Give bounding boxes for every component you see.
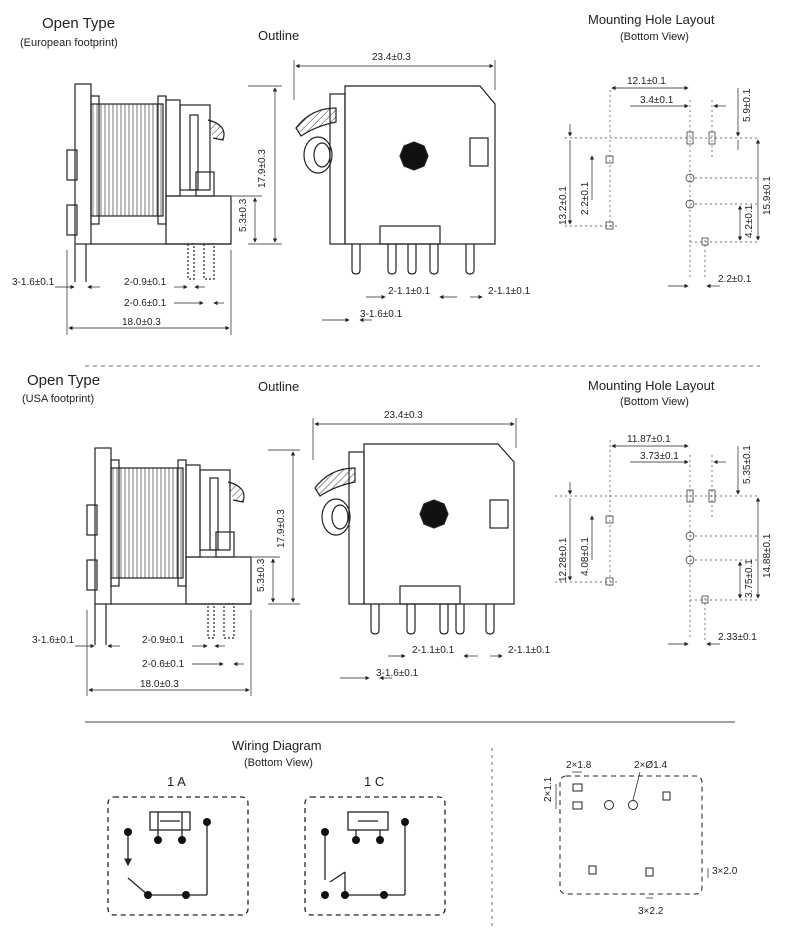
usa-outline-title: Outline xyxy=(258,379,299,394)
pcb-footprint xyxy=(555,771,709,899)
usa-pinh-label: 5.3±0.3 xyxy=(256,558,267,592)
usa-subtitle: (USA footprint) xyxy=(22,393,94,405)
wiring-1c-terminals xyxy=(321,818,409,899)
usa-m535: 5.35±0.1 xyxy=(742,445,753,484)
eu-width-label: 23.4±0.3 xyxy=(372,52,411,63)
eu-m121: 12.1±0.1 xyxy=(627,76,666,87)
section-wiring: Wiring Diagram (Bottom View) 1 A 1 C xyxy=(107,738,738,930)
usa-front11b-label: 2-1.1±0.1 xyxy=(508,645,551,656)
eu-front16-label: 3-1.6±0.1 xyxy=(360,309,403,320)
usa-mount-subtitle: (Bottom View) xyxy=(620,396,689,408)
eu-m132: 13.2±0.1 xyxy=(558,186,569,225)
usa-m375: 3.75±0.1 xyxy=(744,559,755,598)
eu-m22b: 2.2±0.1 xyxy=(718,274,752,285)
usa-front-view xyxy=(314,443,515,635)
wiring-subtitle: (Bottom View) xyxy=(244,757,313,769)
usa-side-dims xyxy=(75,449,300,696)
usa-mount-title: Mounting Hole Layout xyxy=(588,378,715,393)
section-european: Open Type (European footprint) Outline M… xyxy=(12,12,773,335)
eu-front11b-label: 2-1.1±0.1 xyxy=(488,286,531,297)
usa-m1228: 12.28±0.1 xyxy=(558,537,569,582)
eu-m42: 4.2±0.1 xyxy=(744,204,755,238)
eu-front11a-label: 2-1.1±0.1 xyxy=(388,286,431,297)
european-side-dims xyxy=(55,85,282,335)
eu-height-label: 17.9±0.3 xyxy=(257,149,268,188)
wiring-title: Wiring Diagram xyxy=(232,738,322,753)
wiring-1a-label: 1 A xyxy=(167,774,186,789)
usa-side-view xyxy=(86,447,252,645)
usa-front16-label: 3-1.6±0.1 xyxy=(376,668,419,679)
european-front-view xyxy=(295,85,496,275)
usa-m1488: 14.88±0.1 xyxy=(762,533,773,578)
european-title: Open Type xyxy=(42,15,115,32)
usa-m233: 2.33±0.1 xyxy=(718,632,757,643)
usa-side-a-label: 3-1.6±0.1 xyxy=(32,635,75,646)
wiring-1c-label: 1 C xyxy=(364,774,384,789)
pcb-3x20: 3×2.0 xyxy=(712,866,738,877)
usa-base-label: 18.0±0.3 xyxy=(140,679,179,690)
usa-height-label: 17.9±0.3 xyxy=(276,509,287,548)
pcb-2x11: 2×1.1 xyxy=(543,776,554,802)
eu-m59: 5.9±0.1 xyxy=(742,88,753,122)
eu-pin09-label: 2-0.9±0.1 xyxy=(124,277,167,288)
usa-pin06-label: 2-0.6±0.1 xyxy=(142,659,185,670)
eu-pinh-label: 5.3±0.3 xyxy=(238,198,249,232)
eu-m159: 15.9±0.1 xyxy=(762,176,773,215)
european-subtitle: (European footprint) xyxy=(20,37,118,49)
usa-title: Open Type xyxy=(27,372,100,389)
wiring-1a-terminals xyxy=(124,818,211,899)
european-mount-layout xyxy=(565,85,761,289)
european-side-view xyxy=(66,83,232,282)
pcb-2xd14: 2×Ø1.4 xyxy=(634,760,668,771)
usa-front-dims xyxy=(312,418,517,681)
eu-base-label: 18.0±0.3 xyxy=(122,317,161,328)
usa-width-label: 23.4±0.3 xyxy=(384,410,423,421)
usa-m1187: 11.87±0.1 xyxy=(627,434,671,445)
european-front-dims xyxy=(293,60,496,323)
eu-side-a-label: 3-1.6±0.1 xyxy=(12,277,55,288)
pcb-3x22: 3×2.2 xyxy=(638,906,664,917)
usa-m408: 4.08±0.1 xyxy=(580,537,591,576)
usa-m373: 3.73±0.1 xyxy=(640,451,679,462)
european-mount-subtitle: (Bottom View) xyxy=(620,31,689,43)
wiring-1a-diagram xyxy=(107,796,249,916)
pcb-2x18: 2×1.8 xyxy=(566,760,592,771)
european-outline-title: Outline xyxy=(258,28,299,43)
usa-pin09-label: 2-0.9±0.1 xyxy=(142,635,185,646)
usa-mount-layout xyxy=(555,440,761,647)
european-mount-title: Mounting Hole Layout xyxy=(588,12,715,27)
section-usa: Open Type (USA footprint) Outline Mounti… xyxy=(22,372,773,696)
eu-m22: 2.2±0.1 xyxy=(580,181,591,215)
usa-front11a-label: 2-1.1±0.1 xyxy=(412,645,455,656)
eu-pin06-label: 2-0.6±0.1 xyxy=(124,298,167,309)
eu-m34: 3.4±0.1 xyxy=(640,95,674,106)
